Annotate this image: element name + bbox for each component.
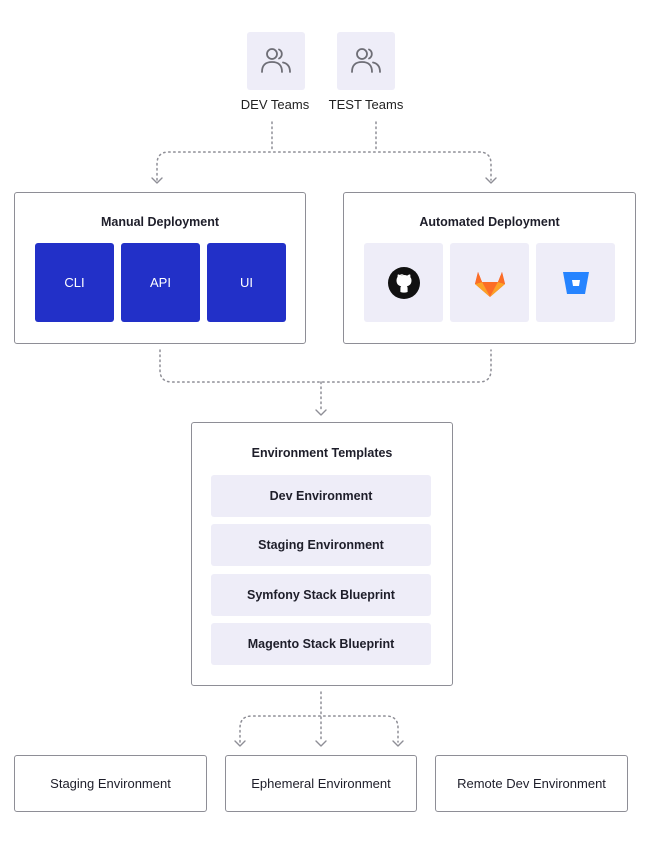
automated-deployment-title: Automated Deployment xyxy=(419,215,560,229)
gitlab-icon xyxy=(474,271,505,297)
api-tile: API xyxy=(121,243,200,322)
users-icon xyxy=(261,48,291,73)
manual-deployment-panel: Manual Deployment CLI API UI xyxy=(14,192,306,344)
environment-templates-title: Environment Templates xyxy=(251,446,393,460)
github-icon xyxy=(387,266,420,299)
users-icon xyxy=(351,48,381,73)
dev-team-avatar xyxy=(247,32,305,90)
staging-environment-box: Staging Environment xyxy=(14,755,207,812)
automated-deployment-panel: Automated Deployment xyxy=(343,192,636,344)
test-team-avatar xyxy=(337,32,395,90)
bitbucket-icon xyxy=(562,271,589,294)
bitbucket-tile xyxy=(536,243,615,322)
template-magento-blueprint: Magento Stack Blueprint xyxy=(211,623,431,665)
test-teams-label: TEST Teams xyxy=(328,97,404,112)
remote-dev-environment-box: Remote Dev Environment xyxy=(435,755,628,812)
environment-templates-panel: Environment Templates Dev Environment St… xyxy=(191,422,453,686)
manual-deployment-title: Manual Deployment xyxy=(100,215,220,229)
dev-teams-label: DEV Teams xyxy=(240,97,310,112)
template-dev-environment: Dev Environment xyxy=(211,475,431,517)
github-tile xyxy=(364,243,443,322)
gitlab-tile xyxy=(450,243,529,322)
cli-tile: CLI xyxy=(35,243,114,322)
template-symfony-blueprint: Symfony Stack Blueprint xyxy=(211,574,431,616)
ui-tile: UI xyxy=(207,243,286,322)
template-staging-environment: Staging Environment xyxy=(211,524,431,566)
ephemeral-environment-box: Ephemeral Environment xyxy=(225,755,417,812)
